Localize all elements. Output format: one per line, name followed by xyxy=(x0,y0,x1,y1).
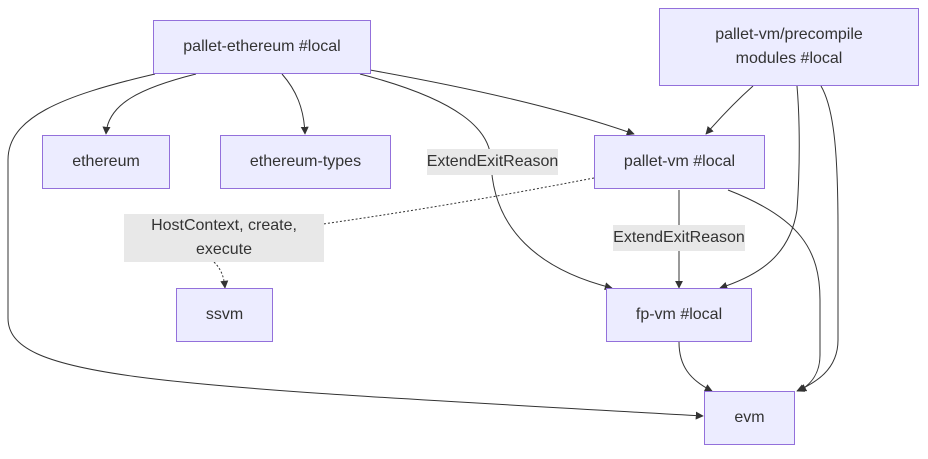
node-evm-label: evm xyxy=(734,409,765,426)
node-fp-vm: fp-vm #local xyxy=(606,288,752,342)
node-ssvm-label: ssvm xyxy=(205,306,244,323)
node-evm: evm xyxy=(704,391,795,445)
node-ssvm: ssvm xyxy=(176,288,273,342)
edge-pallet-ethereum-to-pallet-vm xyxy=(369,69,635,136)
edge-label-pallet-ethereum-to-fp-vm: ExtendExitReason xyxy=(427,149,558,175)
node-pallet-vm-label: pallet-vm #local xyxy=(623,153,736,170)
node-ethereum-label: ethereum xyxy=(72,153,140,170)
edge-precompile-to-fp-vm xyxy=(719,85,800,290)
node-pallet-ethereum: pallet-ethereum #local xyxy=(153,20,371,74)
node-pallet-vm: pallet-vm #local xyxy=(594,135,765,189)
node-pallet-vm-precompile: pallet-vm/precompile modules #local xyxy=(659,8,919,86)
node-ethereum: ethereum xyxy=(42,135,170,189)
node-pallet-vm-precompile-label: pallet-vm/precompile modules #local xyxy=(715,26,863,67)
edge-precompile-to-evm xyxy=(796,85,839,392)
node-pallet-ethereum-label: pallet-ethereum #local xyxy=(183,38,341,55)
node-ethereum-types-label: ethereum-types xyxy=(249,153,362,170)
node-fp-vm-label: fp-vm #local xyxy=(635,306,723,323)
edge-precompile-to-pallet-vm xyxy=(705,85,754,135)
node-ethereum-types: ethereum-types xyxy=(220,135,391,189)
edge-pallet-ethereum-to-ethereum-types xyxy=(281,73,309,135)
edge-pallet-vm-to-evm xyxy=(727,189,821,392)
edge-label-pallet-vm-to-ssvm: HostContext, create, execute xyxy=(124,214,324,262)
edge-pallet-vm-to-ssvm xyxy=(213,177,595,288)
edge-pallet-ethereum-to-fp-vm xyxy=(359,73,613,291)
edge-label-pallet-vm-to-fp-vm: ExtendExitReason xyxy=(613,225,745,251)
edge-fp-vm-to-evm xyxy=(678,341,713,392)
edge-pallet-ethereum-to-evm xyxy=(7,73,704,420)
edge-pallet-ethereum-to-ethereum xyxy=(102,73,197,135)
